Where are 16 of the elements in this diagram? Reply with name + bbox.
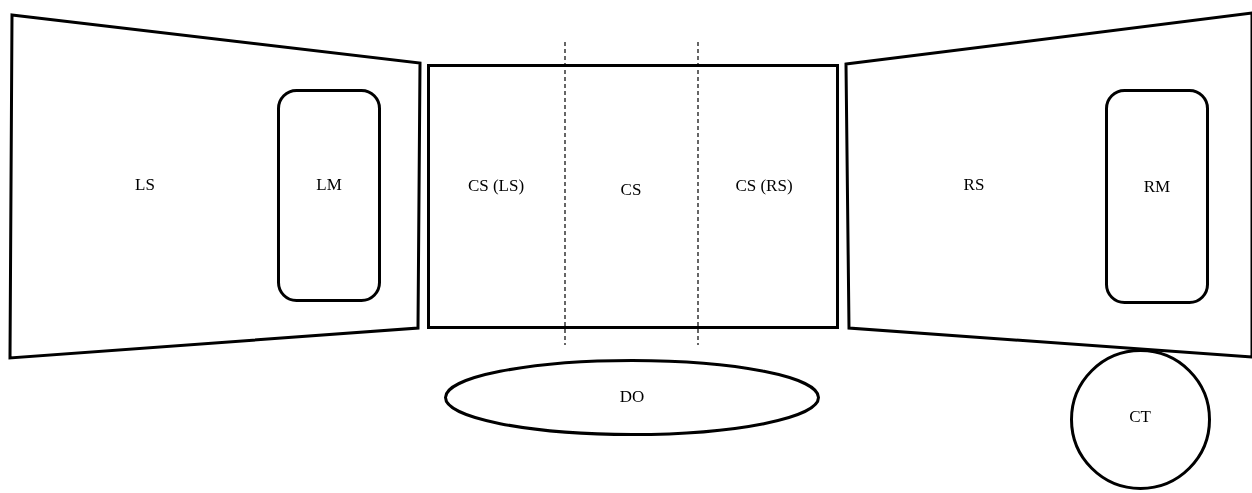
monitor-panel bbox=[277, 89, 381, 302]
node-label: CS (LS) bbox=[467, 176, 525, 196]
node-label: CS bbox=[620, 180, 642, 200]
node-label: RS bbox=[963, 175, 985, 195]
screen-panel bbox=[846, 13, 1252, 358]
node-label: CT bbox=[1129, 407, 1151, 427]
center-screen bbox=[427, 64, 839, 329]
node-label: LS bbox=[135, 175, 155, 195]
screen-panel bbox=[10, 15, 421, 359]
oval-shape bbox=[444, 359, 820, 436]
monitor-panel bbox=[1105, 89, 1209, 304]
node-label: RM bbox=[1143, 177, 1171, 197]
node-label: LM bbox=[316, 175, 342, 195]
node-label: CS (RS) bbox=[735, 176, 793, 196]
node-label: DO bbox=[619, 387, 645, 407]
circle-shape bbox=[1070, 349, 1211, 490]
